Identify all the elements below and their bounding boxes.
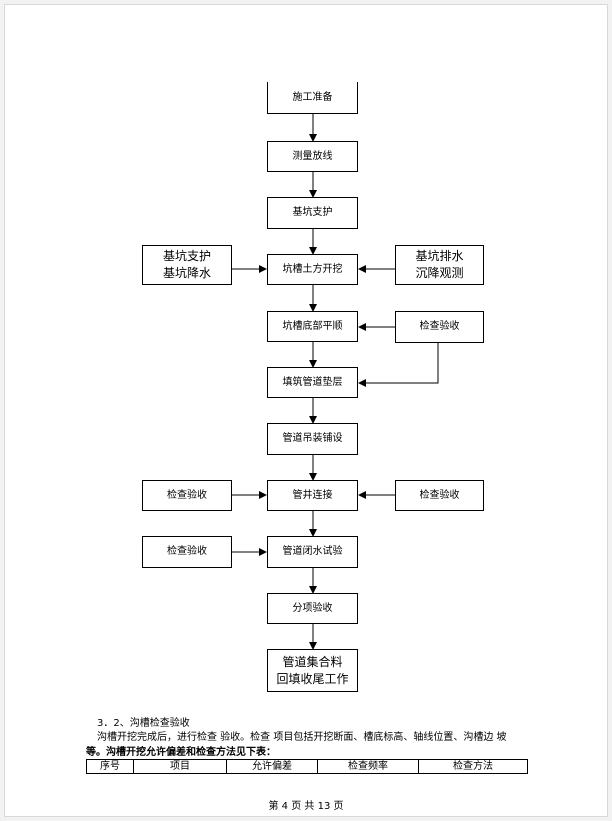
section-heading: 3．2、沟槽检查验收 — [97, 718, 190, 729]
table-header-cell: 项目 — [133, 759, 227, 774]
step-box-well-connection: 管井连接 — [267, 480, 358, 511]
input-box-inspection-right-1: 检查验收 — [395, 311, 484, 343]
page-footer: 第 4 页 共 13 页 — [268, 801, 344, 812]
input-box-inspection-left-1: 检查验收 — [142, 480, 232, 511]
table-header-cell: 检查方法 — [418, 759, 528, 774]
table-header-cell: 允许偏差 — [226, 759, 318, 774]
input-box-inspection-left-2: 检查验收 — [142, 536, 232, 568]
step-box-survey: 测量放线 — [267, 141, 358, 172]
input-label: 检查验收 — [167, 489, 207, 501]
input-box-inspection-right-2: 检查验收 — [395, 480, 484, 511]
document-page — [4, 4, 608, 817]
step-label: 填筑管道垫层 — [282, 376, 343, 388]
table-header-row: 序号 项目 允许偏差 检查频率 检查方法 — [86, 759, 528, 774]
table-header-cell: 检查频率 — [317, 759, 419, 774]
table-header-cell: 序号 — [86, 759, 134, 774]
input-label: 检查验收 — [419, 489, 460, 501]
step-label: 基坑支护 — [292, 207, 333, 219]
step-box-excavation: 坑槽土方开挖 — [267, 254, 358, 285]
step-box-backfill: 管道集合料 回填收尾工作 — [267, 649, 358, 692]
input-label: 检查验收 — [167, 546, 207, 558]
input-box-support-dewatering: 基坑支护 基坑降水 — [142, 245, 232, 285]
step-label: 管道集合料 回填收尾工作 — [276, 654, 349, 686]
input-label: 基坑支护 基坑降水 — [162, 249, 211, 280]
step-label: 管道吊装铺设 — [282, 433, 343, 445]
input-label: 基坑排水 沉降观测 — [415, 249, 464, 280]
step-label: 测量放线 — [292, 150, 333, 162]
section-paragraph-line-1: 沟槽开挖完成后，进行检查 验收。检查 项目包括开挖断面、槽底标高、轴线位置、沟槽… — [97, 732, 507, 743]
input-box-drainage-settlement: 基坑排水 沉降观测 — [395, 245, 484, 285]
step-box-pipe-laying: 管道吊装铺设 — [267, 423, 358, 455]
step-label: 坑槽底部平顺 — [282, 320, 343, 332]
step-box-acceptance: 分项验收 — [267, 593, 358, 624]
step-box-water-test: 管道闭水试验 — [267, 536, 358, 568]
step-box-construction-prep: 施工准备 — [267, 82, 358, 114]
step-box-pit-support: 基坑支护 — [267, 197, 358, 229]
step-label: 管道闭水试验 — [282, 546, 343, 558]
input-label: 检查验收 — [419, 321, 460, 333]
step-label: 分项验收 — [292, 602, 333, 614]
step-label: 管井连接 — [292, 489, 333, 501]
step-box-cushion: 填筑管道垫层 — [267, 367, 358, 398]
tolerance-table: 序号 项目 允许偏差 检查频率 检查方法 — [86, 759, 528, 774]
step-box-trench-bottom: 坑槽底部平顺 — [267, 311, 358, 342]
section-paragraph-line-2: 等。沟槽开挖允许偏差和检查方法见下表： — [86, 747, 276, 758]
step-label: 施工准备 — [292, 91, 333, 103]
step-label: 坑槽土方开挖 — [282, 263, 343, 275]
